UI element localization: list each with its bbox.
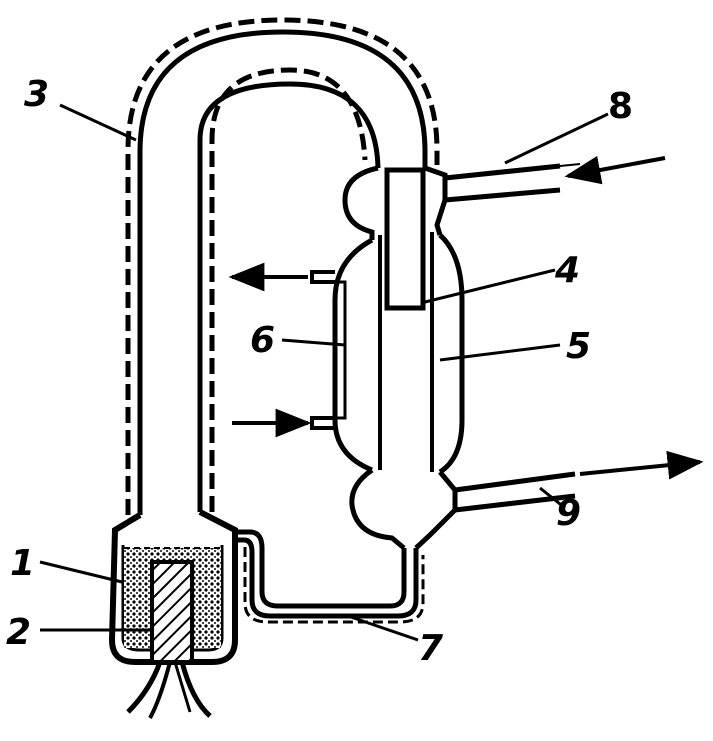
heater-lead-right xyxy=(179,661,212,718)
bracket-6 xyxy=(322,280,347,420)
heater-lead-left-2 xyxy=(148,661,172,719)
outlet-arrow xyxy=(579,450,704,480)
inserted-tube-4 xyxy=(384,167,426,311)
label-8: 8 xyxy=(608,86,633,127)
leader-9 xyxy=(539,486,566,510)
heater-lead-left xyxy=(126,661,163,714)
label-9: 9 xyxy=(556,493,581,534)
upper-bulb xyxy=(342,165,379,240)
return-tube-outer xyxy=(235,529,407,609)
outlet-tube-9 xyxy=(454,471,576,493)
leader-1 xyxy=(39,560,123,584)
jacket-left xyxy=(332,237,374,473)
leader-8 xyxy=(504,112,609,165)
leader-7 xyxy=(344,613,419,642)
inlet-arrow xyxy=(564,155,666,185)
label-7: 7 xyxy=(418,628,443,669)
insulation-outer xyxy=(125,17,440,515)
label-4: 4 xyxy=(554,250,580,291)
return-tube-insulation xyxy=(243,547,425,624)
u-tube-inner-wall xyxy=(197,81,381,512)
inlet-dash xyxy=(519,163,581,171)
leader-6 xyxy=(281,338,346,347)
lower-bulb xyxy=(349,467,406,550)
label-1: 1 xyxy=(10,543,35,584)
upper-bulb-right xyxy=(424,165,448,236)
insulation-inner xyxy=(209,67,368,512)
jacket-right xyxy=(438,233,465,475)
leader-4 xyxy=(424,268,556,304)
label-2: 2 xyxy=(6,612,31,653)
leader-3 xyxy=(59,103,137,142)
label-6: 6 xyxy=(250,320,275,361)
label-3: 3 xyxy=(24,74,49,115)
inlet-tube-8-low xyxy=(444,187,561,203)
leader-5 xyxy=(439,343,561,362)
lower-bulb-right xyxy=(414,470,458,550)
heater-lead-right-2 xyxy=(173,661,192,713)
heater-2 xyxy=(150,560,194,664)
u-tube-outer-wall xyxy=(137,29,428,515)
return-tube-inner xyxy=(235,537,419,619)
label-5: 5 xyxy=(566,326,591,367)
